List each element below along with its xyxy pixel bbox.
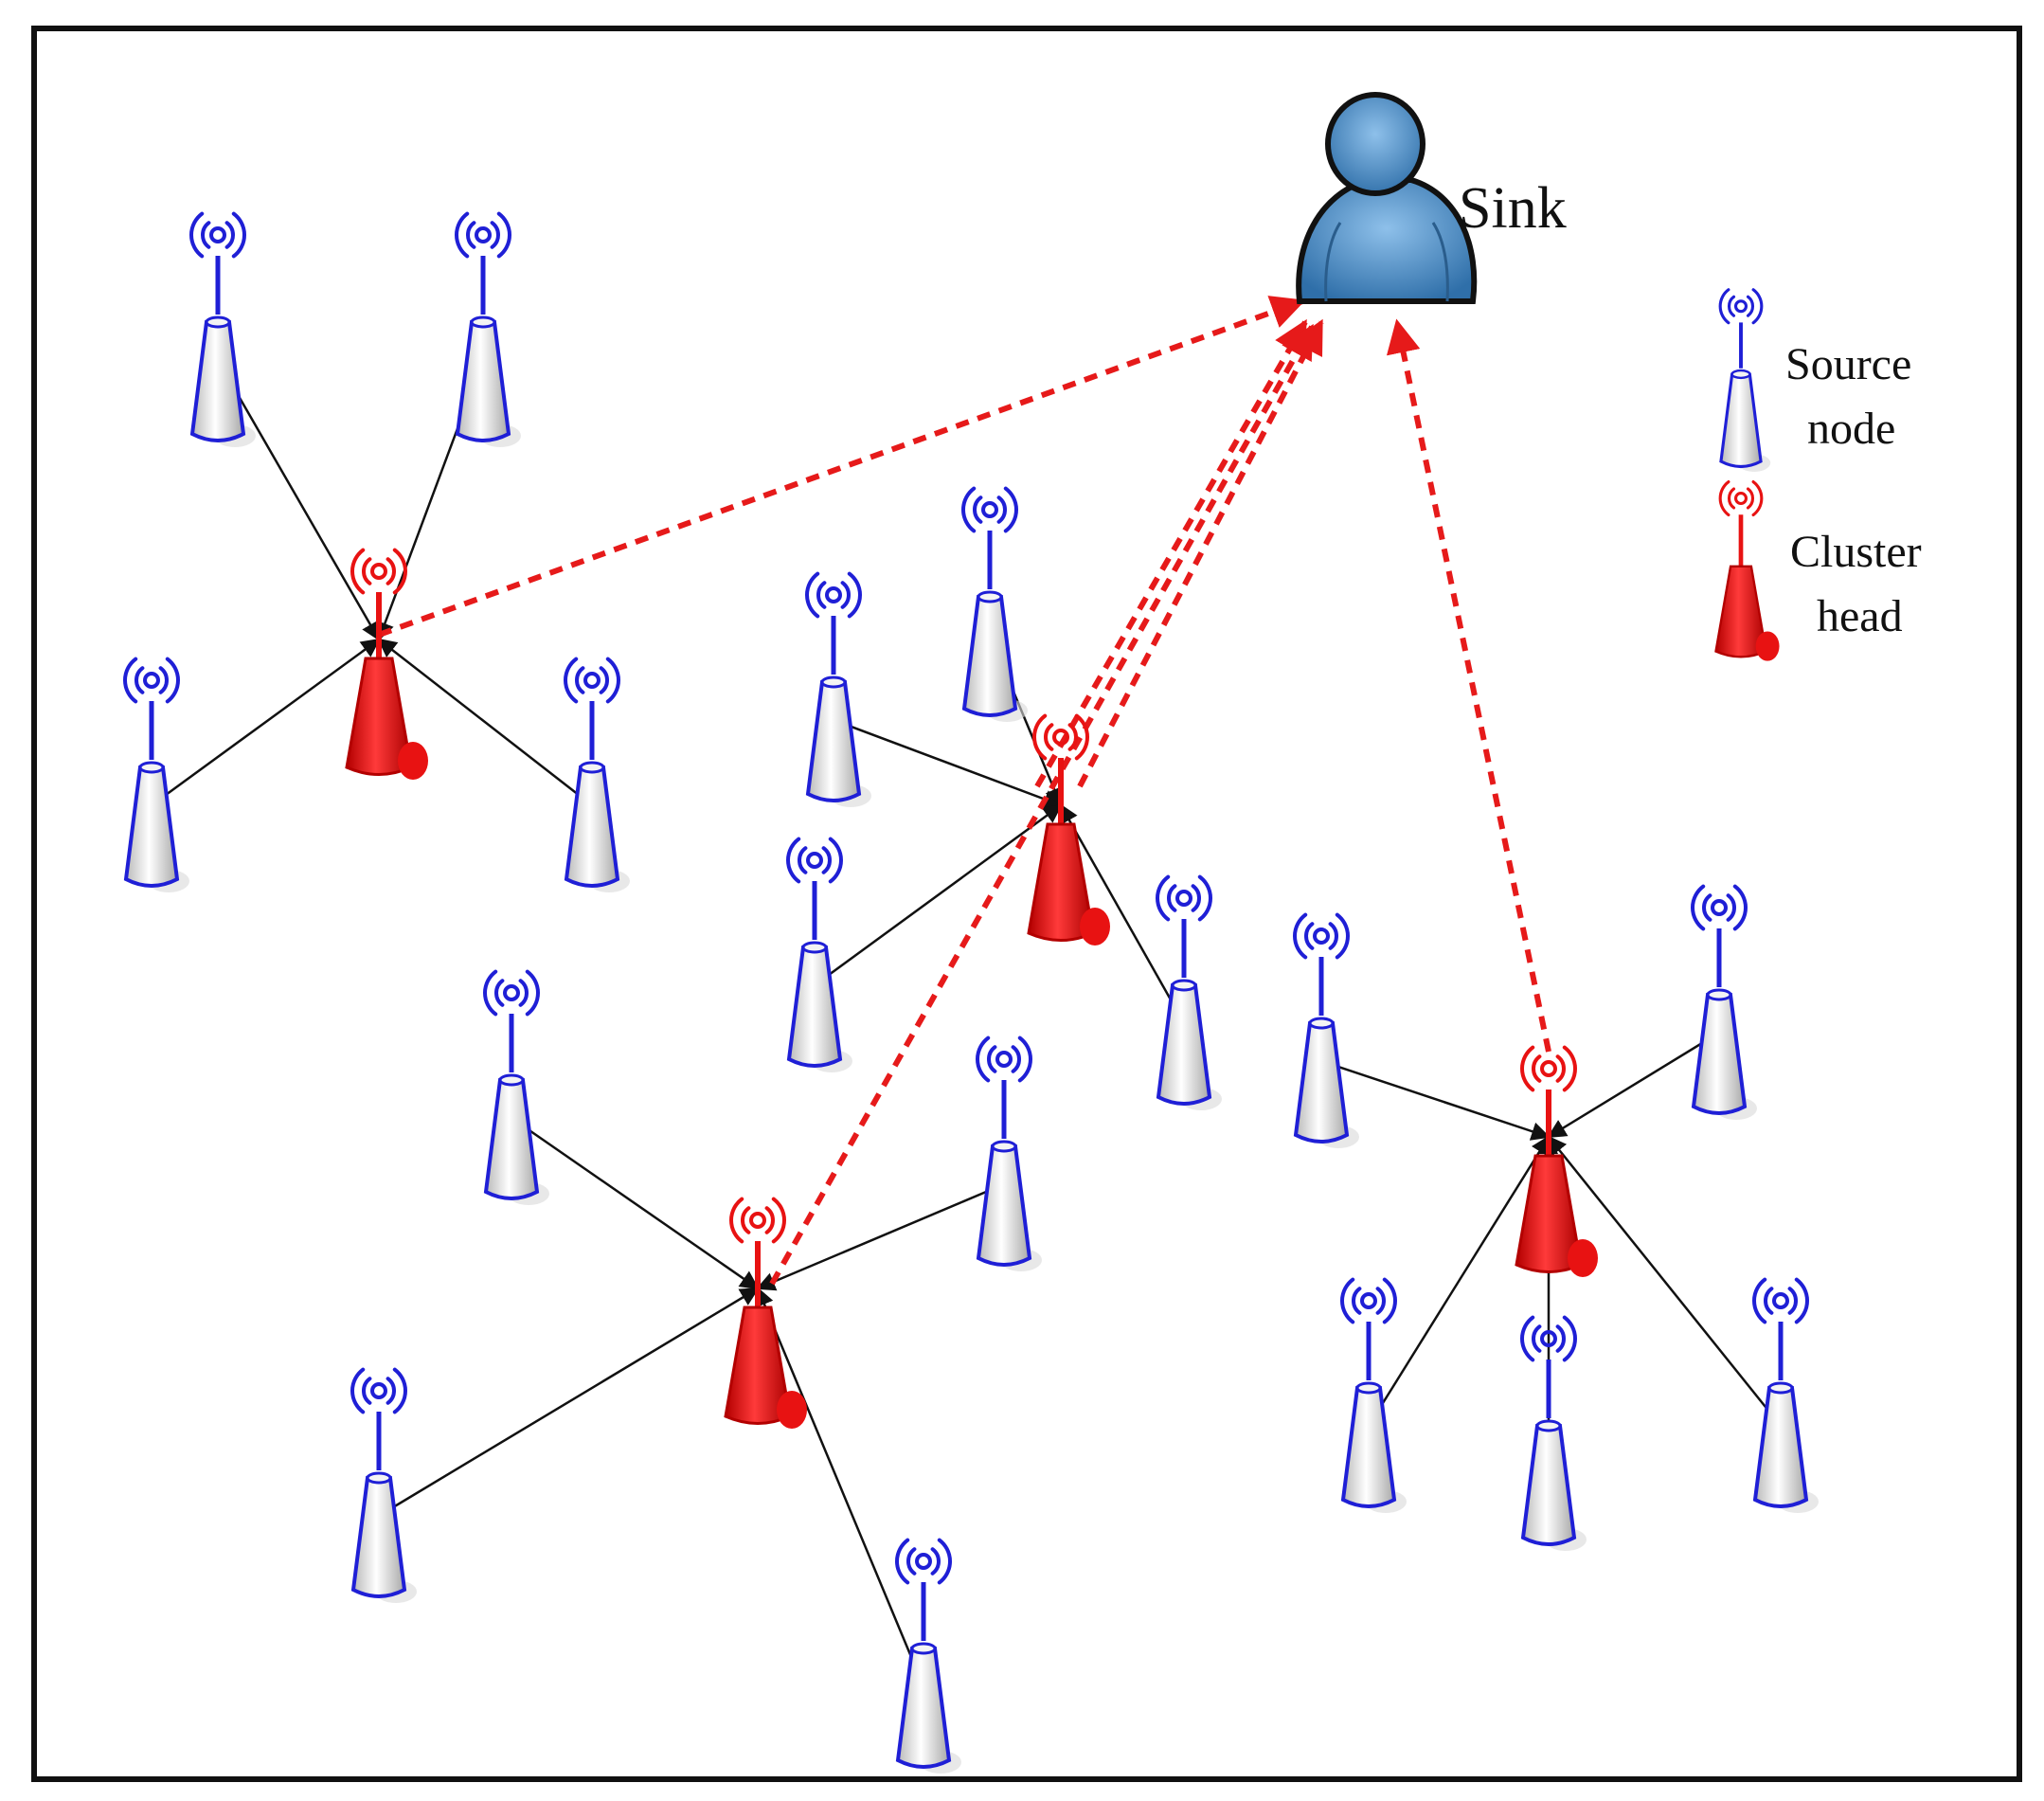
sink-user-icon [1296, 92, 1478, 304]
sink-links-layer [377, 296, 1551, 1286]
source-node-antenna-icon [1156, 874, 1222, 1110]
source-to-cluster-link [814, 803, 1063, 987]
source-node-antenna-icon [123, 657, 189, 892]
source-node-antenna-icon [1520, 1315, 1587, 1551]
source-to-cluster-link [1547, 1031, 1720, 1139]
legend-source-node-label-line1: Source [1785, 339, 1911, 389]
cluster-head-antenna-icon [345, 548, 428, 780]
nodes-layer [123, 211, 1819, 1774]
cluster-head-antenna-icon [1714, 480, 1780, 661]
legend: Source node Cluster head [1714, 288, 1922, 661]
source-to-cluster-link [151, 638, 381, 807]
cluster-head-antenna-icon [1027, 713, 1110, 946]
cluster-to-sink-link [377, 296, 1306, 638]
legend-source-node-label-line2: node [1807, 404, 1895, 454]
source-node-antenna-icon [1340, 1277, 1407, 1513]
source-node-antenna-icon [895, 1538, 961, 1774]
source-to-cluster-link [1547, 1135, 1782, 1427]
source-to-cluster-link [511, 1116, 760, 1290]
source-to-cluster-link [833, 718, 1063, 809]
source-node-antenna-icon [1691, 884, 1757, 1120]
source-node-antenna-icon [564, 657, 630, 892]
sink-label: Sink [1459, 176, 1567, 241]
source-node-antenna-icon [976, 1036, 1042, 1271]
source-node-antenna-icon [455, 211, 521, 447]
source-to-cluster-link [755, 1287, 925, 1687]
legend-cluster-head-label-line2: head [1817, 591, 1903, 641]
cluster-head-antenna-icon [1515, 1045, 1598, 1277]
cluster-head-antenna-icon [724, 1197, 807, 1429]
source-to-cluster-link [378, 1287, 760, 1518]
source-to-cluster-link [377, 638, 593, 806]
source-to-cluster-link [1059, 803, 1186, 1024]
source-node-antenna-icon [350, 1367, 417, 1603]
source-node-antenna-icon [1293, 912, 1359, 1148]
source-node-antenna-icon [1718, 288, 1771, 472]
source-to-cluster-link [1367, 1135, 1551, 1427]
source-node-antenna-icon [786, 837, 852, 1072]
source-node-antenna-icon [1752, 1277, 1819, 1513]
source-node-antenna-icon [189, 211, 256, 447]
legend-source-node-icon [1718, 288, 1771, 472]
cluster-to-sink-link [1386, 318, 1551, 1053]
cluster-to-sink-link [769, 323, 1315, 1286]
source-node-antenna-icon [483, 969, 549, 1205]
source-to-cluster-link [756, 1182, 1005, 1291]
source-node-antenna-icon [961, 486, 1028, 722]
legend-cluster-head-label-line1: Cluster [1790, 527, 1922, 577]
source-node-antenna-icon [805, 571, 871, 807]
source-to-cluster-link [216, 359, 381, 641]
source-to-cluster-link [1320, 1059, 1551, 1141]
diagram-frame [31, 26, 2022, 1782]
cluster-to-sink-link [1077, 318, 1324, 788]
legend-cluster-head-icon [1714, 480, 1780, 661]
